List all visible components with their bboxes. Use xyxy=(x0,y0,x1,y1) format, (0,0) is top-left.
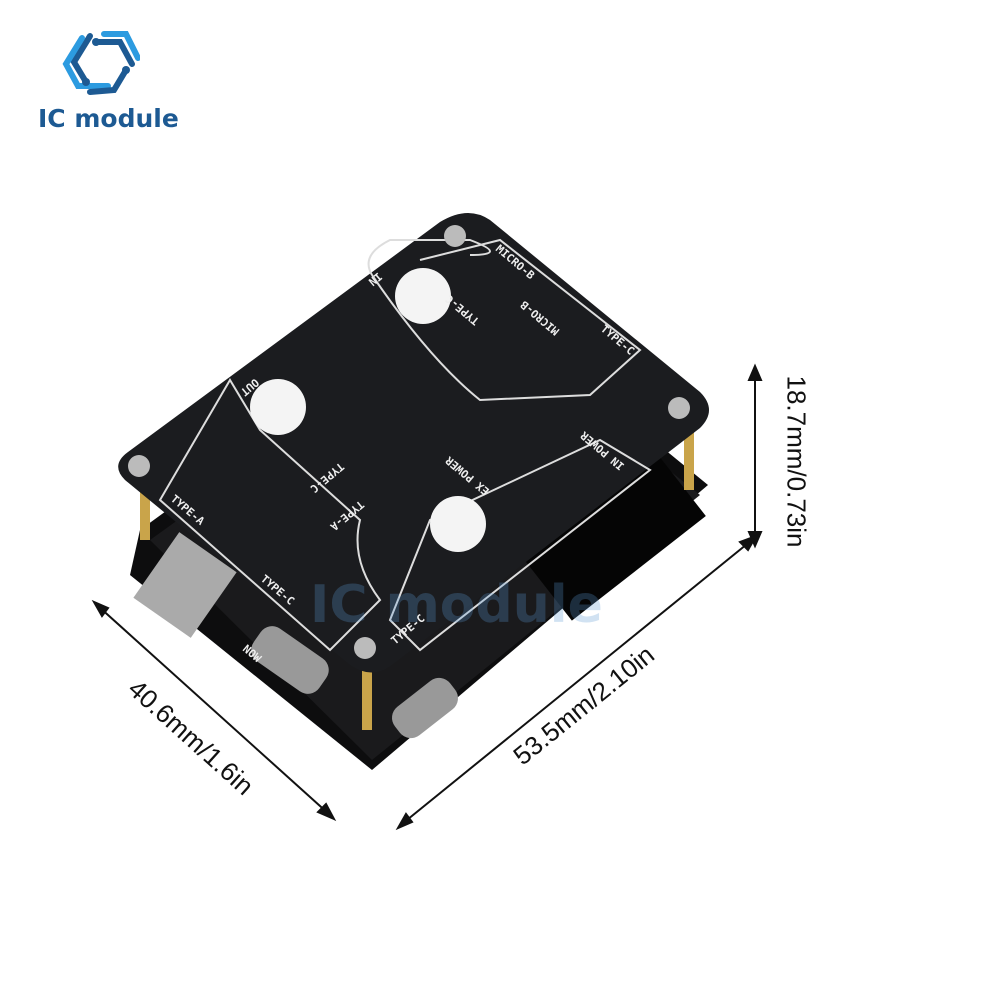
in-button xyxy=(395,268,451,324)
screws xyxy=(128,225,690,659)
buttons xyxy=(250,268,486,552)
usb-a-port xyxy=(133,532,237,638)
standoff xyxy=(140,480,150,540)
dimension-lines xyxy=(91,363,763,831)
standoff xyxy=(684,420,694,490)
standoff xyxy=(362,660,372,730)
watermark: IC module xyxy=(310,575,603,635)
out-button xyxy=(250,379,306,435)
usb-c-port-2 xyxy=(391,677,459,739)
width-arrow xyxy=(401,539,753,825)
power-button xyxy=(430,496,486,552)
brand-name: IC module xyxy=(38,104,179,133)
usb-c-port xyxy=(251,626,329,694)
depth-arrow xyxy=(97,605,331,816)
brand-logo-icon xyxy=(62,31,140,95)
top-plate xyxy=(118,212,709,673)
height-dimension-label: 18.7mm/0.73in xyxy=(781,375,812,548)
